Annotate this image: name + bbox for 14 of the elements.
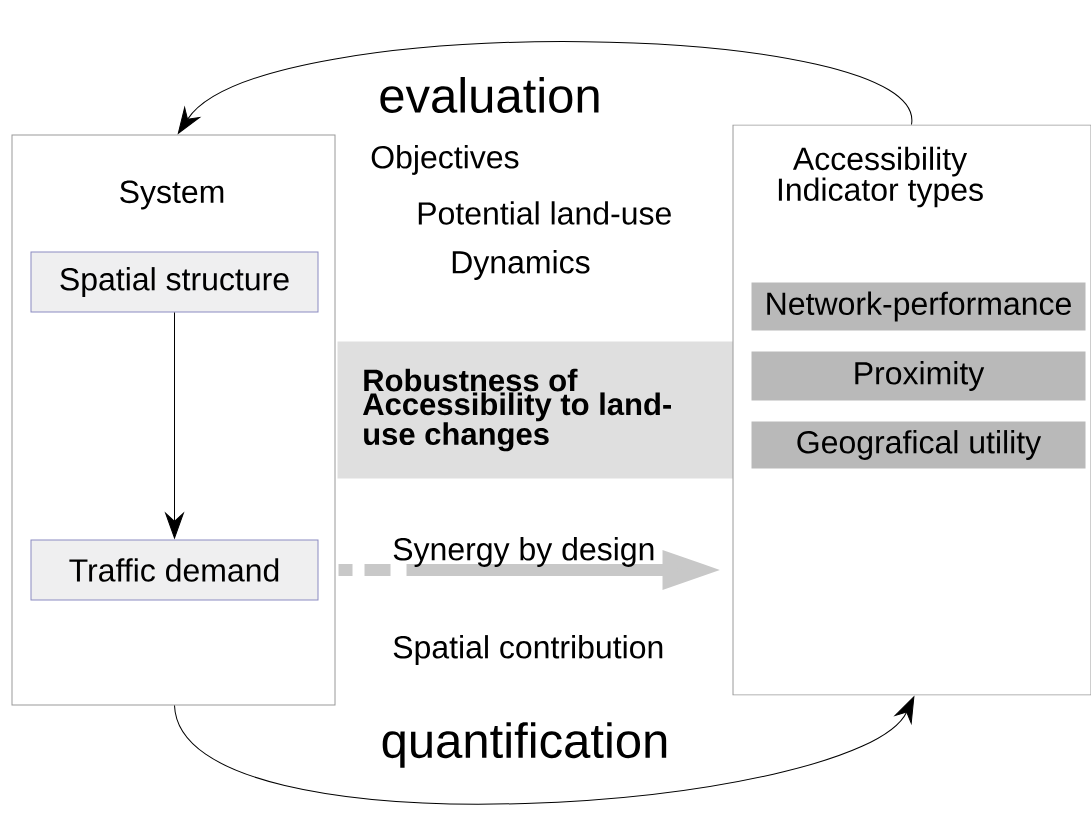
note-text: Potential land-use bbox=[418, 201, 671, 225]
note-text: Spatial contribution bbox=[393, 635, 663, 665]
note-text: Dynamics bbox=[452, 250, 590, 280]
process-box: Spatial structure bbox=[30, 251, 319, 313]
indicator-bar: Geografical utility bbox=[751, 421, 1086, 469]
edge-label: evaluation bbox=[376, 75, 604, 115]
edge-label: quantification bbox=[378, 720, 672, 770]
indicator-bar: Proximity bbox=[751, 351, 1086, 401]
indicator-bar: Network-performance bbox=[751, 282, 1086, 331]
note-text: Objectives bbox=[371, 145, 519, 175]
note-text: Synergy by design bbox=[393, 537, 654, 567]
arrow bbox=[165, 312, 184, 539]
process-box: Traffic demand bbox=[30, 539, 319, 601]
highlight-band: Robustness of Accessibility to land-use changes bbox=[337, 341, 734, 479]
